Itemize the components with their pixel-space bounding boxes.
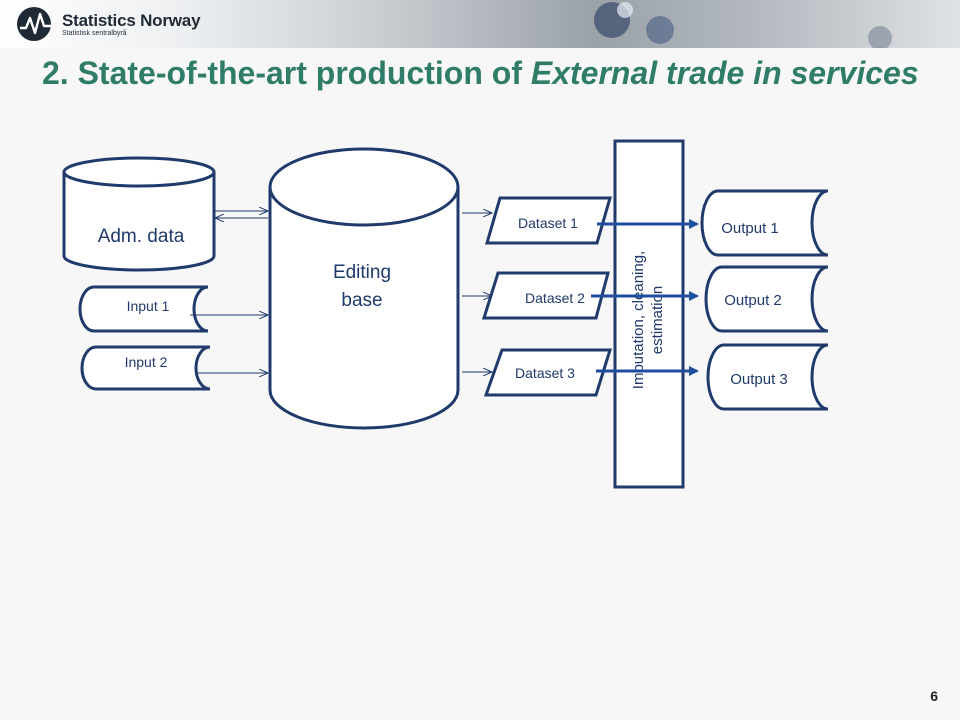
dataset-2-shape: Dataset 2: [481, 271, 610, 320]
banner-decoration: [594, 2, 892, 48]
input-1-shape: Input 1: [78, 285, 209, 333]
org-logo[interactable]: Statistics Norway Statistisk sentralbyrå: [16, 6, 201, 42]
adm-data-label: Adm. data: [98, 226, 185, 247]
title-prefix: 2. State-of-the-art production of: [42, 55, 531, 91]
input-connectors: [190, 211, 268, 373]
process-label-1: Imputation, cleaning,: [630, 251, 647, 389]
editing-base-cylinder: Editing base: [268, 147, 460, 430]
input-2-label: Input 2: [125, 354, 168, 370]
title-emphasis: External trade in services: [530, 55, 919, 91]
org-subtitle: Statistisk sentralbyrå: [62, 29, 127, 37]
slide-title: 2. State-of-the-art production of Extern…: [42, 52, 922, 94]
editing-base-label-2: base: [341, 290, 382, 311]
output-2-shape: Output 2: [704, 265, 829, 333]
output-3-shape: Output 3: [706, 343, 829, 411]
output-arrows: [591, 219, 699, 376]
page-number: 6: [930, 688, 938, 704]
dataset-1-shape: Dataset 1: [485, 196, 612, 245]
output-1-shape: Output 1: [700, 189, 829, 257]
output-1-label: Output 1: [721, 220, 779, 237]
dataset-3-label: Dataset 3: [515, 365, 575, 381]
dataset-1-label: Dataset 1: [518, 215, 578, 231]
input-2-shape: Input 2: [80, 345, 211, 391]
dataset-3-shape: Dataset 3: [483, 348, 613, 397]
adm-data-cylinder: Adm. data: [62, 156, 216, 272]
output-3-label: Output 3: [730, 371, 788, 388]
process-box: Imputation, cleaning, estimation: [613, 139, 685, 489]
editing-base-label-1: Editing: [333, 262, 391, 283]
process-label-2: estimation: [649, 286, 666, 354]
dataset-connectors: [462, 213, 492, 372]
dataset-2-label: Dataset 2: [525, 290, 585, 306]
header-banner: Statistics Norway Statistisk sentralbyrå: [0, 0, 960, 48]
logo-mark-icon: [17, 7, 52, 41]
output-2-label: Output 2: [724, 292, 782, 309]
org-name: Statistics Norway: [62, 10, 201, 30]
input-1-label: Input 1: [127, 298, 170, 314]
